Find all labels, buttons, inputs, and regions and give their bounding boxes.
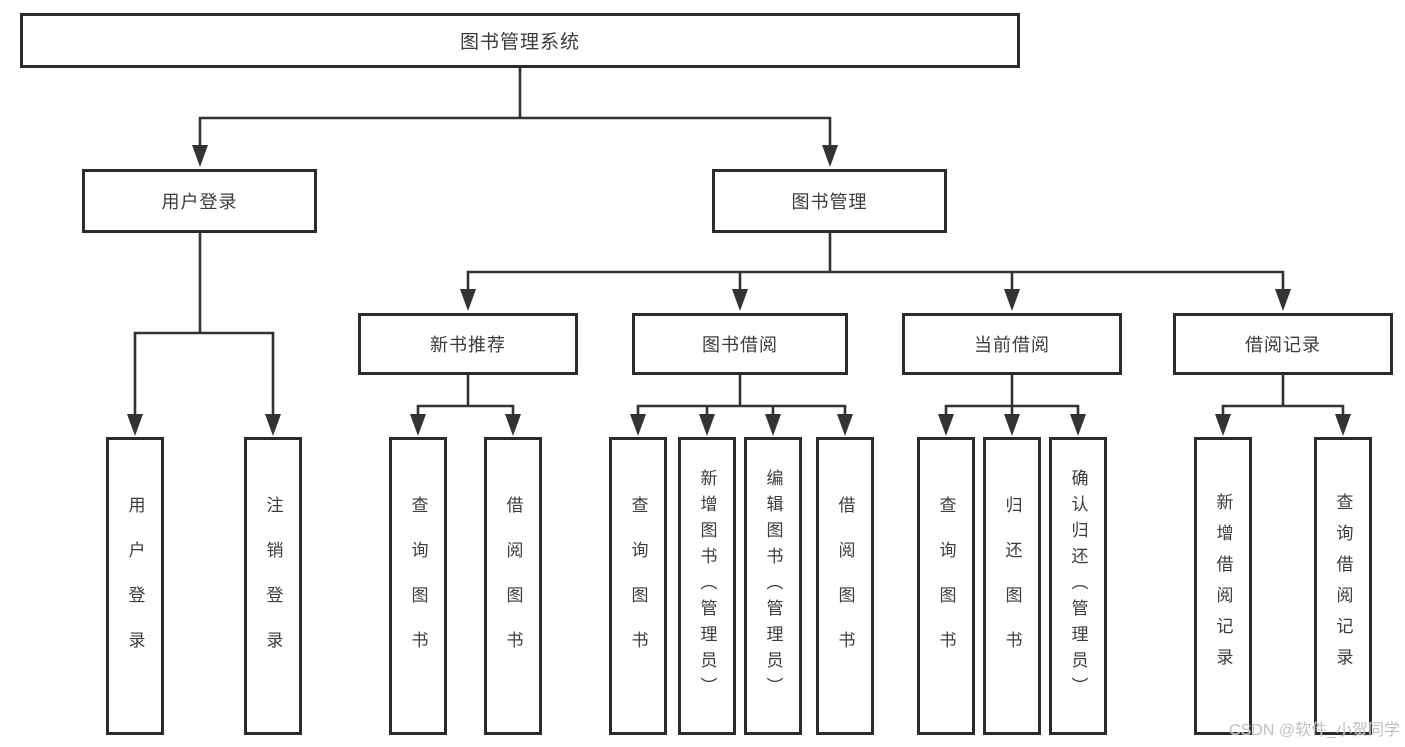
node-leaf-borrow-add-books: 新增图书（管理员） bbox=[678, 437, 736, 735]
node-leaf-newbook-borrow-books-label: 借阅图书 bbox=[503, 496, 523, 676]
node-root-label: 图书管理系统 bbox=[459, 32, 580, 53]
node-leaf-records-add-record-label: 新增借阅记录 bbox=[1213, 493, 1233, 679]
node-leaf-current-query-books-label: 查询图书 bbox=[936, 496, 956, 676]
node-leaf-logout-label: 注销登录 bbox=[263, 496, 283, 676]
node-current-borrow-label: 当前借阅 bbox=[974, 335, 1050, 355]
node-leaf-logout: 注销登录 bbox=[244, 437, 302, 735]
node-leaf-current-return-books: 归还图书 bbox=[983, 437, 1041, 735]
node-user-login: 用户登录 bbox=[82, 169, 317, 233]
node-book-management-label: 图书管理 bbox=[791, 192, 868, 212]
node-leaf-records-query-record-label: 查询借阅记录 bbox=[1333, 493, 1353, 679]
node-book-management: 图书管理 bbox=[712, 169, 947, 233]
node-leaf-borrow-edit-books-label: 编辑图书（管理员） bbox=[763, 469, 783, 703]
node-leaf-records-add-record: 新增借阅记录 bbox=[1194, 437, 1252, 735]
node-leaf-borrow-add-books-label: 新增图书（管理员） bbox=[697, 469, 717, 703]
node-leaf-borrow-borrow-books: 借阅图书 bbox=[816, 437, 874, 735]
node-leaf-borrow-query-books-label: 查询图书 bbox=[628, 496, 648, 676]
node-leaf-borrow-query-books: 查询图书 bbox=[609, 437, 667, 735]
node-root: 图书管理系统 bbox=[20, 13, 1020, 68]
node-leaf-records-query-record: 查询借阅记录 bbox=[1314, 437, 1372, 735]
node-leaf-borrow-borrow-books-label: 借阅图书 bbox=[835, 496, 855, 676]
node-leaf-user-login: 用户登录 bbox=[106, 437, 164, 735]
node-current-borrow: 当前借阅 bbox=[902, 313, 1122, 375]
watermark: CSDN @软件_小贺同学 bbox=[1229, 722, 1400, 739]
node-leaf-current-return-books-label: 归还图书 bbox=[1002, 496, 1022, 676]
node-book-borrow: 图书借阅 bbox=[632, 313, 848, 375]
node-leaf-borrow-edit-books: 编辑图书（管理员） bbox=[744, 437, 802, 735]
node-new-book-recommend: 新书推荐 bbox=[358, 313, 578, 375]
node-leaf-newbook-query-books: 查询图书 bbox=[389, 437, 447, 735]
node-user-login-label: 用户登录 bbox=[161, 192, 238, 212]
node-leaf-current-query-books: 查询图书 bbox=[917, 437, 975, 735]
node-borrow-records-label: 借阅记录 bbox=[1245, 335, 1321, 355]
node-borrow-records: 借阅记录 bbox=[1173, 313, 1393, 375]
node-leaf-newbook-borrow-books: 借阅图书 bbox=[484, 437, 542, 735]
node-book-borrow-label: 图书借阅 bbox=[702, 335, 778, 355]
node-new-book-recommend-label: 新书推荐 bbox=[430, 335, 506, 355]
node-leaf-current-confirm-return-label: 确认归还（管理员） bbox=[1068, 469, 1088, 703]
node-leaf-user-login-label: 用户登录 bbox=[125, 496, 145, 676]
node-leaf-current-confirm-return: 确认归还（管理员） bbox=[1049, 437, 1107, 735]
node-leaf-newbook-query-books-label: 查询图书 bbox=[408, 496, 428, 676]
